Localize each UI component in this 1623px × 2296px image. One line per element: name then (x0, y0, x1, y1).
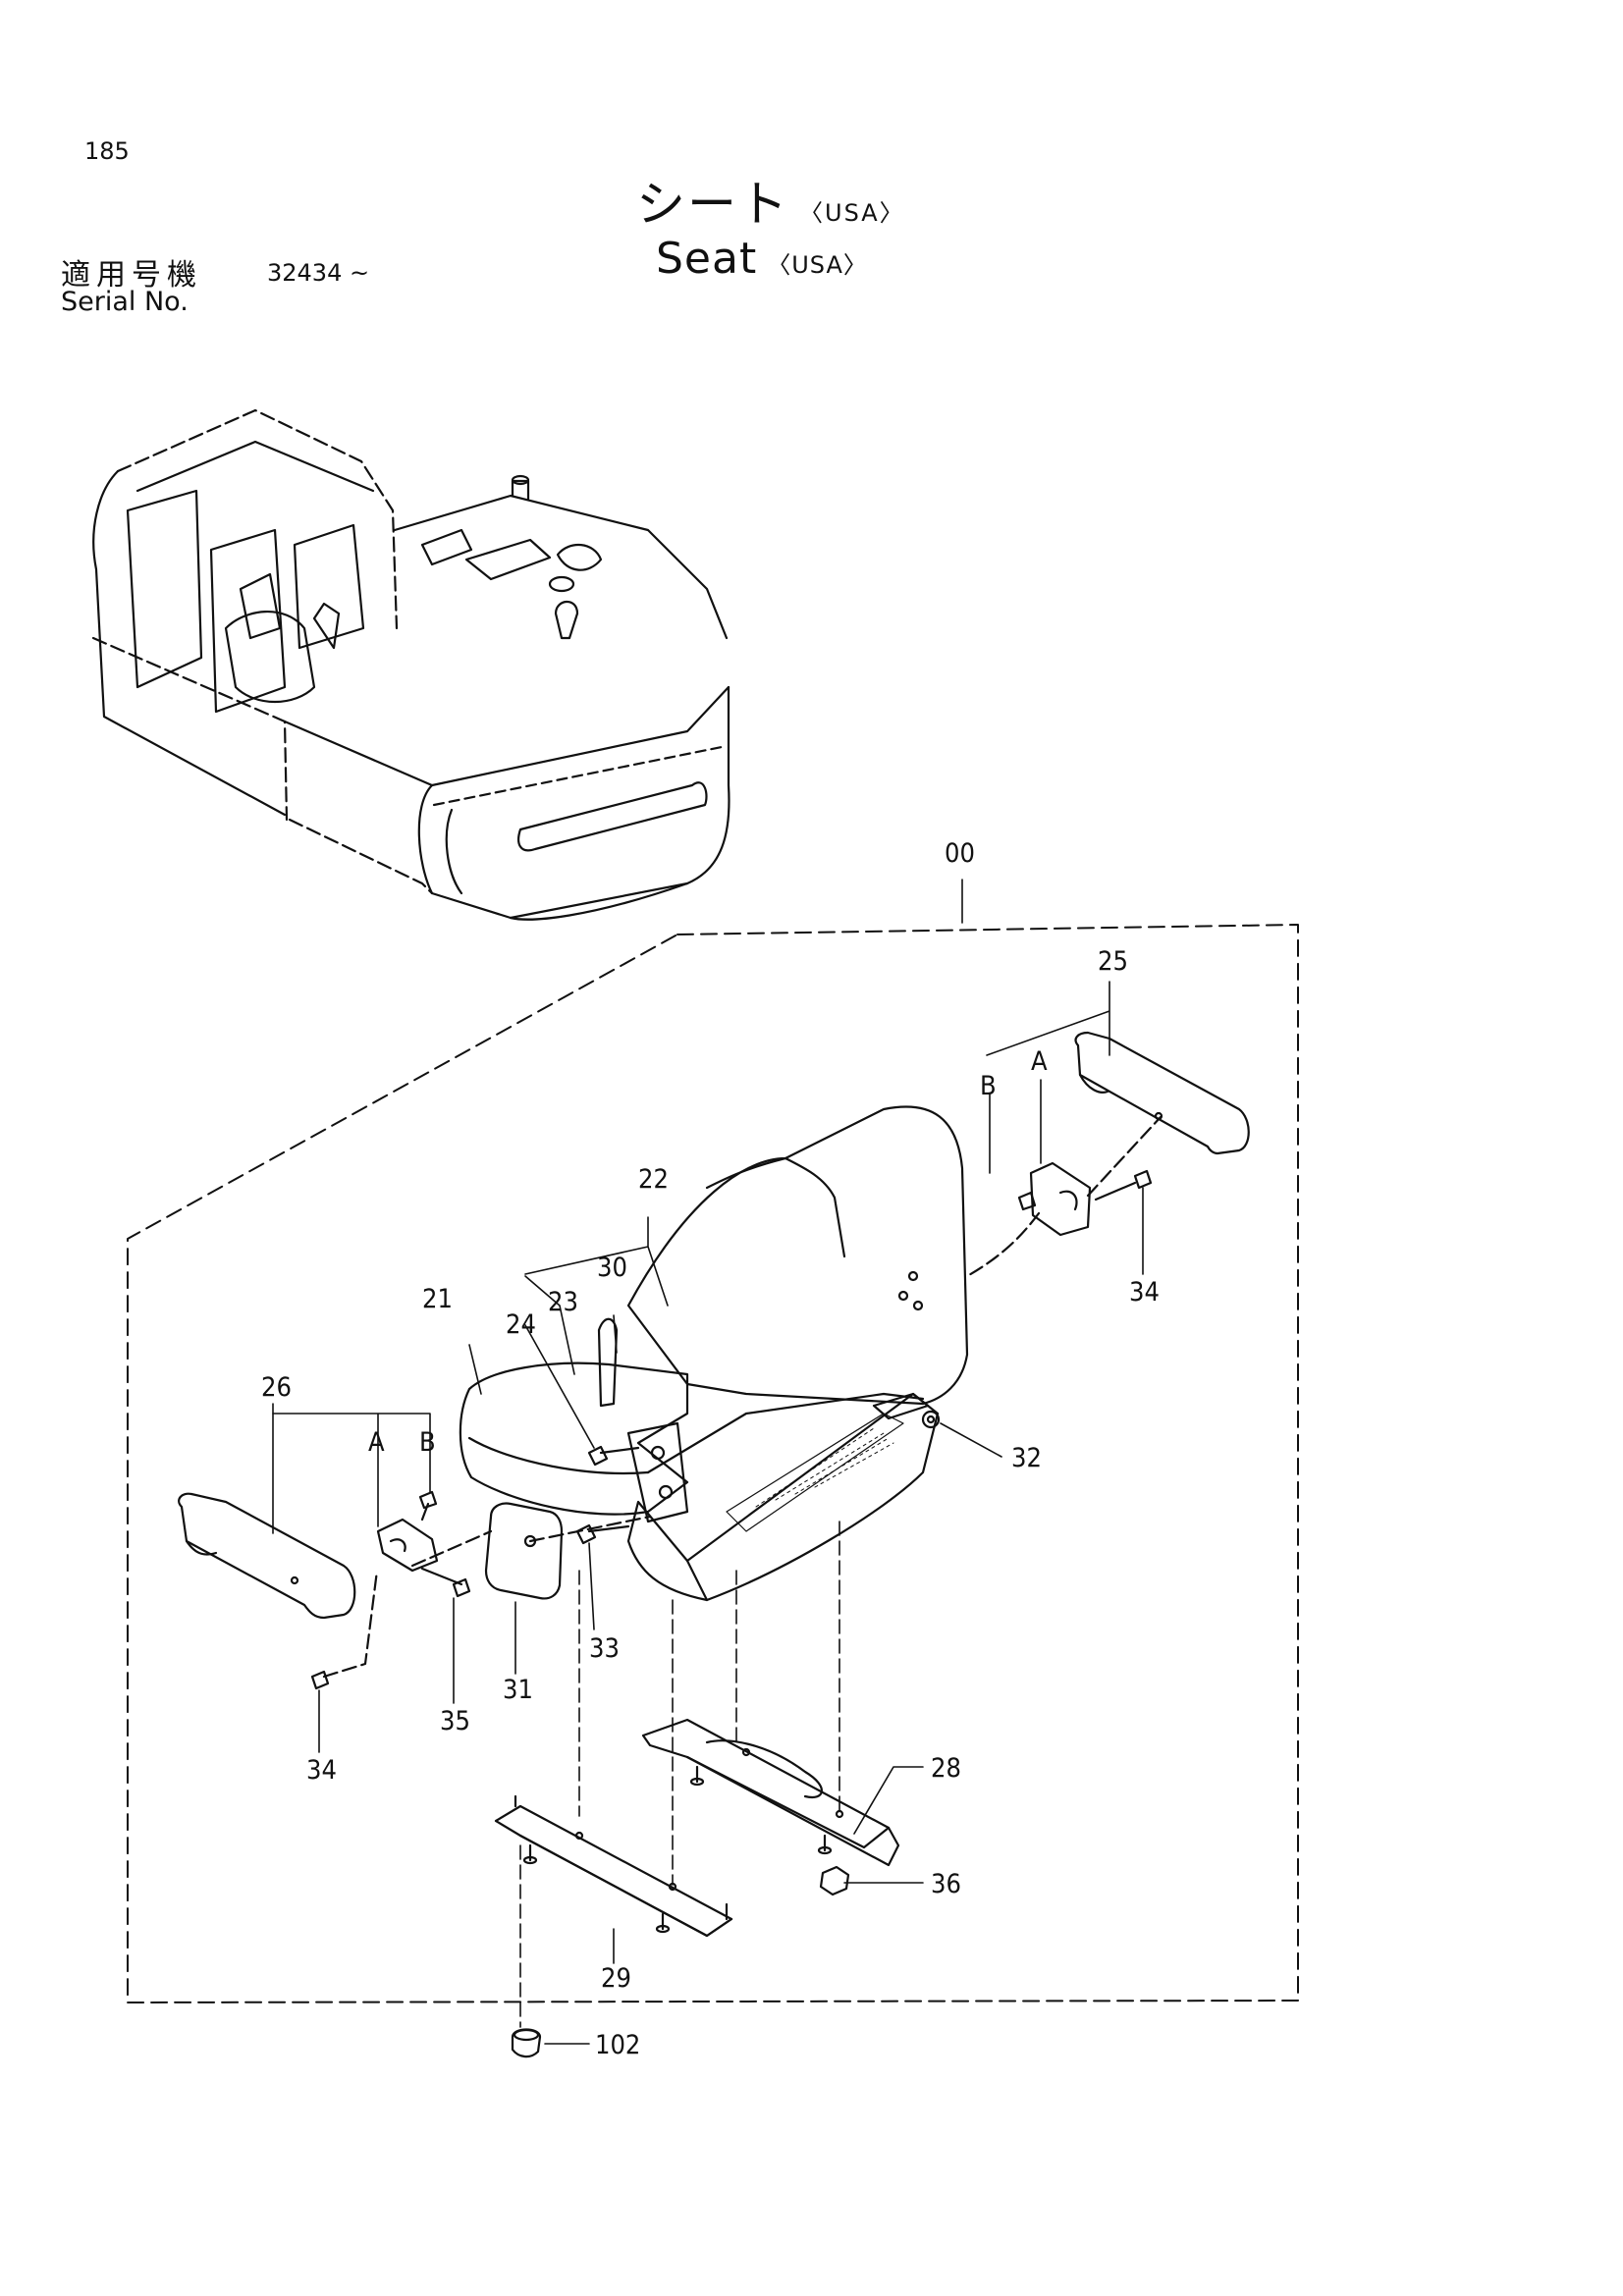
callout-23: 23 (548, 1287, 578, 1317)
leader-lines (272, 879, 1144, 2045)
armrest-right-illustration (965, 1031, 1250, 1278)
callout-24: 24 (506, 1309, 536, 1340)
rail-29-illustration (494, 1794, 733, 1938)
callout-29: 29 (601, 1963, 631, 1994)
excavator-overview-illustration (91, 408, 730, 921)
callout-21: 21 (422, 1284, 453, 1314)
page-number: 185 (84, 137, 130, 165)
nut-36-illustration (819, 1865, 850, 1896)
callout-36: 36 (931, 1869, 961, 1899)
title-en-text: Seat (656, 234, 758, 284)
callout-25: 25 (1098, 946, 1128, 977)
assembly-boundary (127, 924, 1299, 2003)
serial-label-jp: 適用号機 (61, 258, 202, 293)
callout-22: 22 (638, 1164, 669, 1195)
title-en-region: 〈USA〉 (767, 251, 868, 279)
callout-30: 30 (597, 1253, 627, 1283)
callout-26: 26 (261, 1372, 292, 1403)
rail-28-illustration (641, 1718, 900, 1867)
callout-34-right: 34 (1129, 1277, 1160, 1308)
page-title-en: Seat 〈USA〉 (656, 234, 868, 284)
title-jp-region: 〈USA〉 (799, 199, 905, 227)
callout-31: 31 (503, 1675, 533, 1705)
seat-illustration (459, 1105, 969, 1602)
callout-B-left: B (419, 1427, 436, 1458)
callout-A-right: A (1031, 1046, 1048, 1077)
nut-102-illustration (511, 2028, 542, 2058)
callout-102: 102 (595, 2030, 640, 2060)
callout-A-left: A (368, 1427, 385, 1458)
page-title-jp: シート〈USA〉 (636, 165, 905, 236)
callout-32: 32 (1011, 1443, 1042, 1473)
callout-00: 00 (945, 838, 975, 869)
title-jp-text: シート (636, 176, 789, 233)
callout-33: 33 (589, 1633, 620, 1664)
callout-28: 28 (931, 1753, 961, 1784)
callout-34-left: 34 (306, 1755, 337, 1786)
callout-35: 35 (440, 1706, 470, 1736)
serial-value: 32434 ~ (267, 259, 370, 287)
armrest-left-illustration (178, 1490, 493, 1690)
serial-label-en: Serial No. (61, 287, 189, 317)
callout-B-right: B (980, 1071, 997, 1101)
